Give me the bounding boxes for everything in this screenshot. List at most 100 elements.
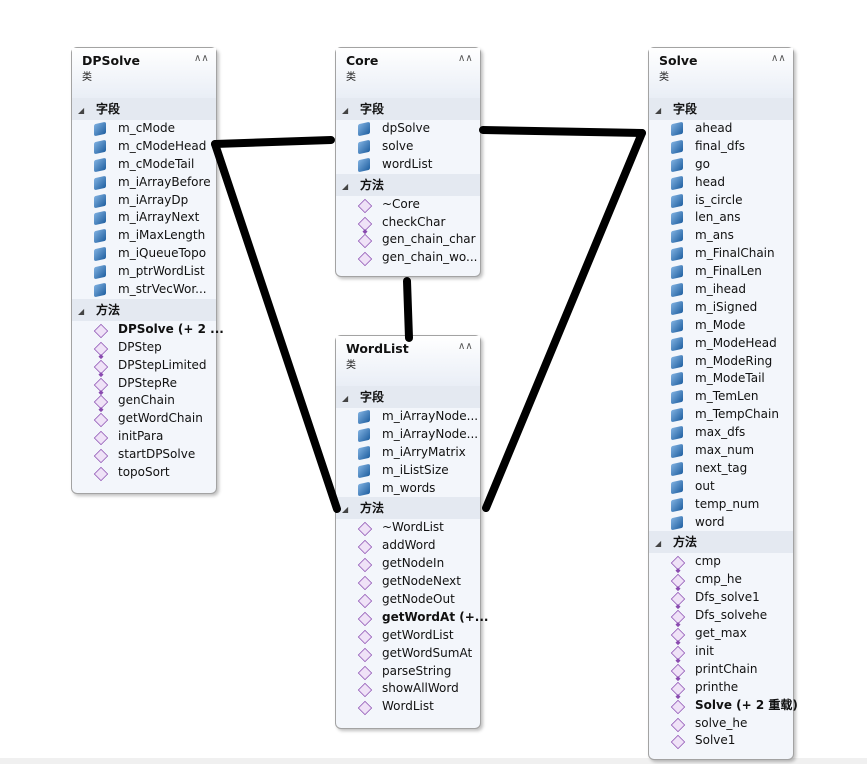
- chevron-down-icon[interactable]: ◢: [78, 306, 85, 316]
- field-item[interactable]: wordList: [336, 156, 480, 174]
- collapse-icon[interactable]: ∧∧: [458, 53, 473, 64]
- method-item[interactable]: printhe: [649, 679, 793, 697]
- method-item[interactable]: getNodeOut: [336, 591, 480, 609]
- methods-section-header[interactable]: ◢方法: [336, 173, 480, 196]
- field-item[interactable]: m_iListSize: [336, 462, 480, 480]
- field-item[interactable]: m_words: [336, 480, 480, 498]
- method-item[interactable]: showAllWord: [336, 680, 480, 698]
- method-item[interactable]: parseString: [336, 663, 480, 681]
- method-item[interactable]: getNodeIn: [336, 555, 480, 573]
- chevron-down-icon[interactable]: ◢: [78, 106, 85, 115]
- field-item[interactable]: solve: [336, 138, 480, 156]
- fields-section-header[interactable]: ◢字段: [336, 98, 480, 120]
- method-item[interactable]: topoSort: [72, 464, 216, 482]
- field-item[interactable]: m_TemLen: [649, 388, 793, 406]
- chevron-down-icon[interactable]: ◢: [342, 181, 349, 191]
- methods-section-header[interactable]: ◢方法: [336, 497, 480, 520]
- method-item[interactable]: getWordAt (+...: [336, 609, 488, 627]
- field-item[interactable]: m_iQueueTopo: [72, 245, 216, 263]
- field-item[interactable]: next_tag: [649, 460, 793, 478]
- method-item[interactable]: getWordSumAt: [336, 645, 480, 663]
- method-item[interactable]: DPStep: [72, 339, 216, 357]
- field-item[interactable]: m_ModeTail: [649, 370, 793, 388]
- field-item[interactable]: dpSolve: [336, 120, 480, 138]
- field-item[interactable]: m_ModeHead: [649, 335, 793, 353]
- field-item[interactable]: m_cMode: [72, 120, 216, 138]
- field-item[interactable]: head: [649, 174, 793, 192]
- method-item[interactable]: init: [649, 643, 793, 661]
- field-item[interactable]: out: [649, 478, 793, 496]
- field-item[interactable]: m_TempChain: [649, 406, 793, 424]
- field-item[interactable]: m_Mode: [649, 317, 793, 335]
- field-item[interactable]: max_dfs: [649, 424, 793, 442]
- field-item[interactable]: m_strVecWor...: [72, 281, 216, 299]
- method-item[interactable]: Solve1: [649, 732, 793, 750]
- method-item[interactable]: ~WordList: [336, 519, 480, 537]
- field-item[interactable]: is_circle: [649, 192, 793, 210]
- field-item[interactable]: m_ihead: [649, 281, 793, 299]
- method-item[interactable]: startDPSolve: [72, 446, 216, 464]
- field-item[interactable]: m_iArryMatrix: [336, 444, 480, 462]
- method-item[interactable]: WordList: [336, 698, 480, 716]
- field-item[interactable]: final_dfs: [649, 138, 793, 156]
- method-item[interactable]: getWordList: [336, 627, 480, 645]
- chevron-down-icon[interactable]: ◢: [342, 106, 349, 115]
- field-item[interactable]: m_ans: [649, 227, 793, 245]
- method-item[interactable]: ~Core: [336, 196, 480, 214]
- field-item[interactable]: m_iArrayNode...: [336, 426, 480, 444]
- fields-section-header[interactable]: ◢字段: [336, 386, 480, 408]
- methods-section-header[interactable]: ◢方法: [649, 531, 793, 554]
- field-item[interactable]: m_FinalLen: [649, 263, 793, 281]
- chevron-down-icon[interactable]: ◢: [342, 394, 349, 403]
- field-item[interactable]: word: [649, 514, 793, 532]
- method-item[interactable]: printChain: [649, 661, 793, 679]
- method-item[interactable]: initPara: [72, 428, 216, 446]
- method-item[interactable]: solve_he: [649, 715, 793, 733]
- field-item[interactable]: m_cModeTail: [72, 156, 216, 174]
- field-item[interactable]: m_iArrayDp: [72, 192, 216, 210]
- field-item[interactable]: ahead: [649, 120, 793, 138]
- field-item[interactable]: m_FinalChain: [649, 245, 793, 263]
- chevron-down-icon[interactable]: ◢: [655, 539, 662, 549]
- field-item[interactable]: m_iArrayNode...: [336, 408, 480, 426]
- method-item[interactable]: DPSolve (+ 2 ...: [72, 321, 224, 339]
- field-item[interactable]: m_cModeHead: [72, 138, 216, 156]
- method-item[interactable]: DPStepRe: [72, 375, 216, 393]
- chevron-down-icon[interactable]: ◢: [655, 106, 662, 115]
- collapse-icon[interactable]: ∧∧: [458, 341, 473, 352]
- method-item[interactable]: Solve (+ 2 重载): [649, 697, 798, 715]
- method-item[interactable]: Dfs_solve1: [649, 589, 793, 607]
- method-item[interactable]: Dfs_solvehe: [649, 607, 793, 625]
- collapse-icon[interactable]: ∧∧: [771, 53, 786, 64]
- class-core[interactable]: Core 类 ∧∧ ◢字段 dpSolve solve wordList ◢方法…: [335, 47, 481, 277]
- field-item[interactable]: max_num: [649, 442, 793, 460]
- method-item[interactable]: getWordChain: [72, 410, 216, 428]
- class-solve[interactable]: Solve 类 ∧∧ ◢字段 ahead final_dfs go head i…: [648, 47, 798, 760]
- field-item[interactable]: temp_num: [649, 496, 793, 514]
- method-item[interactable]: get_max: [649, 625, 793, 643]
- method-item[interactable]: gen_chain_char: [336, 231, 480, 249]
- field-item[interactable]: len_ans: [649, 209, 793, 227]
- method-item[interactable]: genChain: [72, 392, 216, 410]
- methods-section-header[interactable]: ◢方法: [72, 298, 216, 321]
- method-item[interactable]: addWord: [336, 537, 480, 555]
- method-item[interactable]: checkChar: [336, 214, 480, 232]
- field-item[interactable]: m_ModeRing: [649, 353, 793, 371]
- chevron-down-icon[interactable]: ◢: [342, 505, 349, 515]
- class-dpsolve[interactable]: DPSolve 类 ∧∧ ◢字段 m_cMode m_cModeHead m_c…: [71, 47, 224, 494]
- collapse-icon[interactable]: ∧∧: [194, 53, 209, 64]
- method-item[interactable]: cmp_he: [649, 571, 793, 589]
- method-item[interactable]: DPStepLimited: [72, 357, 216, 375]
- field-item[interactable]: m_ptrWordList: [72, 263, 216, 281]
- field-item[interactable]: go: [649, 156, 793, 174]
- field-item[interactable]: m_iSigned: [649, 299, 793, 317]
- field-item[interactable]: m_iArrayNext: [72, 209, 216, 227]
- fields-section-header[interactable]: ◢字段: [72, 98, 216, 120]
- method-item[interactable]: getNodeNext: [336, 573, 480, 591]
- field-item[interactable]: m_iArrayBefore: [72, 174, 216, 192]
- field-item[interactable]: m_iMaxLength: [72, 227, 216, 245]
- class-wordlist[interactable]: WordList 类 ∧∧ ◢字段 m_iArrayNode... m_iArr…: [335, 335, 488, 729]
- fields-section-header[interactable]: ◢字段: [649, 98, 793, 120]
- method-item[interactable]: cmp: [649, 553, 793, 571]
- method-item[interactable]: gen_chain_wo...: [336, 249, 480, 267]
